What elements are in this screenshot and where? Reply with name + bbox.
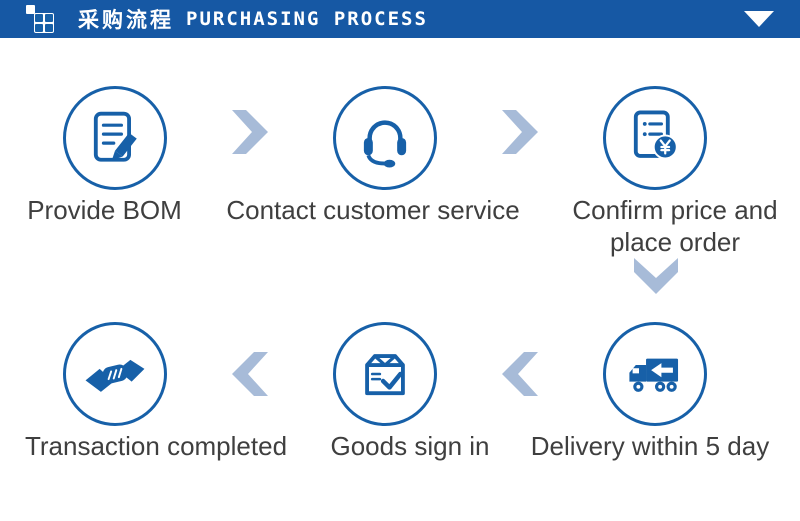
grid-tiles-logo-icon (26, 5, 54, 33)
step-goods-sign-in (333, 322, 437, 426)
delivery-truck-icon (629, 358, 679, 392)
step-label-confirm-price-place-order: Confirm price and place order (572, 195, 778, 257)
step-provide-bom (63, 86, 167, 190)
arrow-down-icon (634, 258, 678, 294)
arrow-left-icon (502, 352, 538, 396)
step-label-transaction-completed: Transaction completed (24, 431, 288, 461)
step-contact-customer-service (333, 86, 437, 190)
step-delivery (603, 322, 707, 426)
section-title: 采购流程 PURCHASING PROCESS (78, 0, 428, 38)
step-transaction-completed (63, 322, 167, 426)
arrow-right-icon (232, 110, 268, 154)
step-label-delivery: Delivery within 5 day (530, 431, 770, 461)
handshake-icon (85, 359, 145, 392)
section-title-en: PURCHASING PROCESS (186, 8, 428, 30)
headset-icon (363, 120, 407, 168)
section-header: 采购流程 PURCHASING PROCESS (0, 0, 800, 38)
package-check-icon (365, 354, 405, 396)
step-label-goods-sign-in: Goods sign in (330, 431, 490, 461)
step-confirm-price-place-order (603, 86, 707, 190)
document-pencil-icon (93, 111, 137, 162)
arrow-right-icon (502, 110, 538, 154)
section-title-zh: 采购流程 (78, 9, 174, 32)
chevron-down-icon[interactable] (744, 11, 774, 27)
arrow-left-icon (232, 352, 268, 396)
invoice-yen-icon (633, 110, 678, 160)
step-label-contact-customer-service: Contact customer service (226, 195, 520, 225)
step-label-provide-bom: Provide BOM (27, 195, 182, 225)
